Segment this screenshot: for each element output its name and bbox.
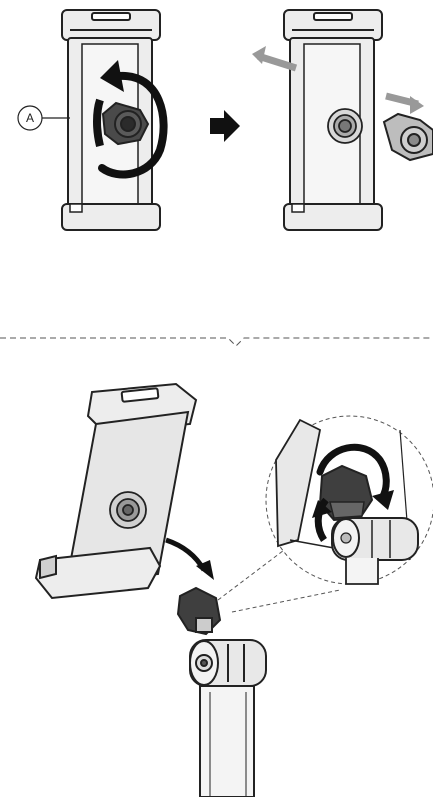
detail-zoom-circle: [266, 416, 433, 584]
callout-a: A: [18, 106, 70, 130]
step2-threaded-stud: [328, 109, 362, 143]
removed-knob: [384, 114, 433, 160]
callout-label: A: [26, 111, 34, 125]
step3-threaded-stud: [110, 492, 146, 528]
mount-knob: [178, 588, 220, 634]
mount-pole: [200, 686, 254, 797]
right-arrow-icon: [210, 110, 240, 142]
mount-ball-head: [190, 640, 266, 686]
right-grey-arrow-icon: [386, 96, 424, 114]
curved-down-arrow-icon: [166, 540, 214, 580]
section-divider: [0, 338, 433, 346]
step3-holder: [36, 384, 196, 598]
